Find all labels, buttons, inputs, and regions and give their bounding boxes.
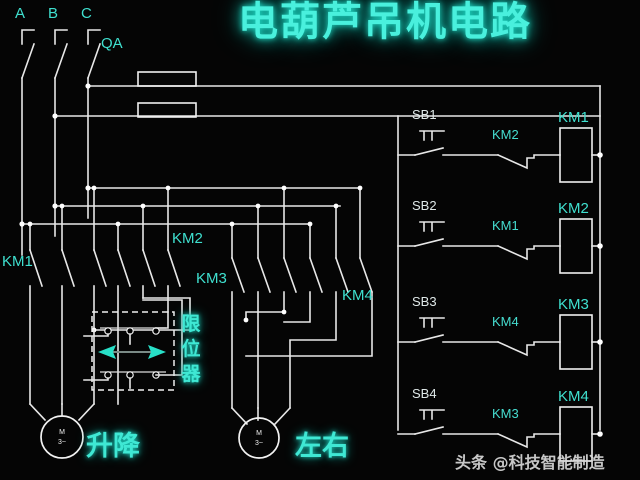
control-rung-3 <box>397 314 603 370</box>
control-rung-1 <box>397 127 603 183</box>
button-label-sb1: SB1 <box>412 107 437 122</box>
button-label-sb2: SB2 <box>412 198 437 213</box>
svg-text:M: M <box>256 430 262 437</box>
watermark: 头条 @科技智能制造 <box>455 453 605 472</box>
power-label-km3: KM3 <box>196 270 227 287</box>
limit-switch-label: 限 位 器 <box>178 312 204 387</box>
coil-label-km4: KM4 <box>558 388 589 405</box>
phase-label-a: A <box>15 5 25 22</box>
svg-text:3~: 3~ <box>255 440 263 447</box>
limit-switch-assembly[interactable] <box>83 299 183 391</box>
control-supply-fuse-line-1 <box>85 71 601 89</box>
svg-text:3~: 3~ <box>58 439 66 446</box>
km3-km4-cross-nodes <box>243 309 287 323</box>
motor-label-lift: 升降 <box>86 431 140 462</box>
contactor-pole-drops <box>27 185 363 259</box>
control-rung-4 <box>397 406 603 462</box>
interlock-label-km3: KM3 <box>492 406 519 421</box>
coil-km1 <box>559 127 593 183</box>
interlock-label-km2: KM2 <box>492 127 519 142</box>
limit-switch-actuator-arrow <box>98 345 166 359</box>
coil-label-km1: KM1 <box>558 109 589 126</box>
page-title: 电葫芦吊机电路 <box>238 0 532 45</box>
motor-lift: M 3~ <box>28 329 96 459</box>
coil-label-km2: KM2 <box>558 200 589 217</box>
power-label-km4: KM4 <box>342 287 373 304</box>
phase-label-c: C <box>81 5 92 22</box>
button-label-sb4: SB4 <box>412 386 437 401</box>
km2-phase-reversal-wiring <box>91 297 191 333</box>
contactor-km4-main-contacts[interactable] <box>245 256 374 409</box>
disconnect-label-qa: QA <box>101 35 123 52</box>
coil-km3 <box>559 314 593 370</box>
limit-switch-contact-upper[interactable] <box>83 327 166 345</box>
contactor-km1-main-contacts[interactable] <box>28 248 108 405</box>
svg-text:M: M <box>59 429 65 436</box>
limit-switch-contact-lower[interactable] <box>83 371 166 389</box>
power-label-km2: KM2 <box>172 230 203 247</box>
button-label-sb3: SB3 <box>412 294 437 309</box>
contactor-km2-main-contacts[interactable] <box>116 248 182 405</box>
limit-switch-label-char-1: 限 <box>181 313 201 335</box>
motor-traverse: M 3~ <box>230 406 292 459</box>
coil-label-km3: KM3 <box>558 296 589 313</box>
fuse-1 <box>137 71 197 87</box>
phase-bus-lines <box>21 77 89 256</box>
limit-switch-label-char-2: 位 <box>181 338 201 360</box>
main-disconnect-switch-qa[interactable] <box>20 42 102 80</box>
control-supply-fuse-line-2 <box>52 102 601 119</box>
coil-km2 <box>559 218 593 274</box>
power-label-km1: KM1 <box>2 253 33 270</box>
power-distribution-bars <box>19 185 361 227</box>
interlock-label-km4: KM4 <box>492 314 519 329</box>
supply-terminals <box>21 29 101 45</box>
control-rung-2 <box>397 218 603 274</box>
fuse-2 <box>137 102 197 118</box>
limit-switch-label-char-3: 器 <box>181 363 201 385</box>
phase-label-b: B <box>48 5 58 22</box>
interlock-label-km1: KM1 <box>492 218 519 233</box>
contactor-km3-main-contacts[interactable] <box>230 256 298 409</box>
motor-label-traverse: 左右 <box>295 431 349 462</box>
